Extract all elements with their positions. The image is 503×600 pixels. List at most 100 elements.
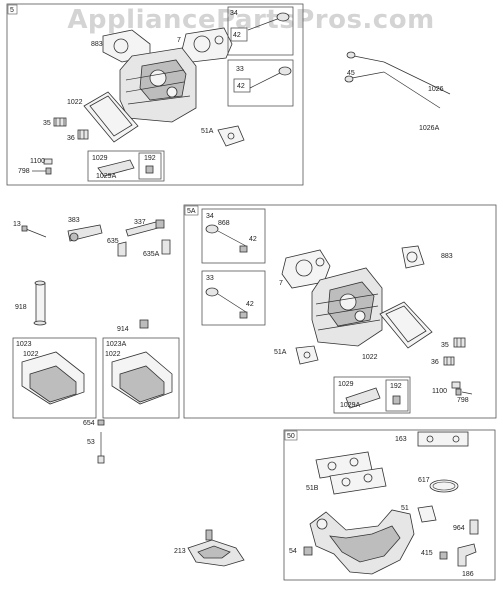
callout-654: 654 [83,420,95,427]
watermark-text: AppliancePartsPros.com [67,5,434,35]
spring-35 [53,117,67,127]
group-5-frame [6,3,304,186]
callout-617: 617 [418,477,430,484]
group-5: 5 [6,3,304,186]
group-50-label: 50 [287,433,295,440]
breather-1029a-top [97,159,154,177]
valve-cover-1023 [21,351,85,405]
group-5-label: 5 [10,7,14,14]
callout-186: 186 [462,571,474,578]
callout-1022-l1: 1022 [23,351,39,358]
nut-415 [439,551,448,560]
group-192-mid-label: 192 [390,383,402,390]
callout-51a-mid: 51A [274,349,287,356]
group-1023-frame [12,337,97,419]
callout-36-top: 36 [67,135,75,142]
callout-337: 337 [134,219,146,226]
callout-1029a-top: 1029A [96,173,117,180]
group-5a-frame [183,204,497,419]
group-5a-label: 5A [187,208,196,215]
group-1029-top-frame [87,150,165,182]
callout-798-mid: 798 [457,397,469,404]
group-50-frame [283,429,496,581]
spring-35-mid [453,337,466,348]
breather-tube-53 [97,419,105,464]
group-1023a: 1023A 1022 [102,337,180,419]
group-33-top-label: 33 [236,66,244,73]
callout-918: 918 [15,304,27,311]
callout-53: 53 [87,439,95,446]
cylinder-head [119,47,197,123]
cylinder-head-mid [311,267,383,347]
callout-45: 45 [347,70,355,77]
callout-42-d: 42 [246,301,254,308]
group-33-mid-label: 33 [206,275,214,282]
plate-51a [217,125,245,147]
callout-1029a-mid: 1029A [340,402,361,409]
head-gasket-7-mid [281,249,331,289]
callout-36-mid: 36 [431,359,439,366]
callout-635a: 635A [143,251,160,258]
gaskets-51b [315,451,387,495]
screw-914 [139,319,149,329]
callout-51: 51 [401,505,409,512]
callout-1022-mid: 1022 [362,354,378,361]
callout-42-a: 42 [233,32,241,39]
callout-383: 383 [68,217,80,224]
group-1029-top-label: 1029 [92,155,108,162]
callout-42-c: 42 [249,236,257,243]
callout-7-mid: 7 [279,280,283,287]
callout-883-mid: 883 [441,253,453,260]
o-ring-617 [429,479,459,493]
callout-868: 868 [218,220,230,227]
group-34-mid-frame [201,208,266,264]
callout-51a-top: 51A [201,128,214,135]
callout-163: 163 [395,436,407,443]
callout-42-b: 42 [237,83,245,90]
group-1023-label: 1023 [16,341,32,348]
spring-36-mid [443,356,455,366]
exhaust-valve-top [247,12,290,31]
bolt-13 [21,225,47,238]
screw-798 [32,167,52,175]
intake-manifold-51 [309,505,437,575]
callout-7-top: 7 [177,37,181,44]
callout-51b: 51B [306,485,319,492]
terminal-635 [117,241,127,257]
callout-1026: 1026 [428,86,444,93]
callout-1022-top: 1022 [67,99,83,106]
group-1023a-frame [102,337,180,419]
dipstick-tube-918 [33,280,47,326]
screw-798-mid [455,388,473,396]
group-33-top-frame [227,59,294,107]
fitting-964 [469,519,479,535]
valve-cover-1023a [111,351,173,405]
rocker-cover-gasket-1022-mid [379,301,433,349]
callout-415: 415 [421,550,433,557]
loose-parts: 13 383 337 635 635A 918 914 [13,217,171,333]
callout-1022-l2: 1022 [105,351,121,358]
elbow-186 [457,543,477,567]
terminal-635a [161,239,171,255]
callout-1100-top: 1100 [30,158,45,165]
group-34-top-label: 34 [230,10,238,17]
group-192-top-label: 192 [144,155,156,162]
group-5a: 5A 34 868 42 33 42 [183,204,497,419]
callout-13: 13 [13,221,21,228]
callout-213: 213 [174,548,186,555]
callout-54: 54 [289,548,297,555]
push-rod-1026 [383,61,451,109]
bolt-54 [303,546,313,556]
group-1023a-label: 1023A [106,341,127,348]
callout-914: 914 [117,326,129,333]
callout-964: 964 [453,525,465,532]
bolt-1100-mid [451,381,461,389]
breather-1029a-mid [345,387,401,409]
group-1029-mid-frame [333,376,411,414]
group-192-mid-frame [385,379,409,412]
intake-valve-mid [205,287,248,319]
ignition-coil-383 [67,224,103,242]
rocker-cover-gasket-1022 [83,91,139,143]
callout-1100-mid: 1100 [432,388,447,395]
callout-35-mid: 35 [441,342,449,349]
